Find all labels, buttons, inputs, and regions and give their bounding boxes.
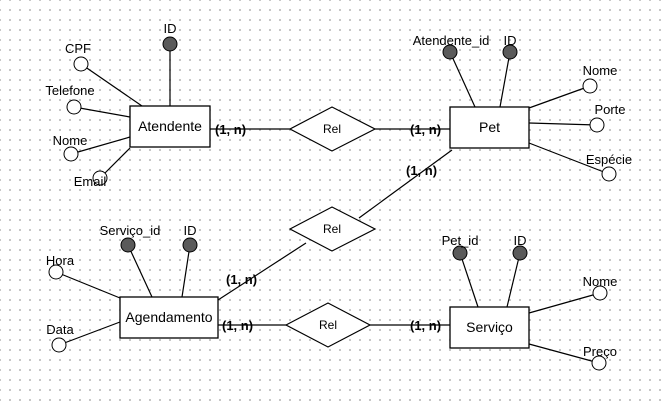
edge-pet-especie [528, 142, 610, 175]
edge-pet-atendente-id [449, 51, 476, 108]
relationship-agendamento-servico-label: Rel [319, 318, 337, 332]
attribute-agendamento-data-dot [51, 337, 67, 353]
attribute-atendente-nome-dot [63, 146, 79, 162]
entity-agendamento[interactable]: Agendamento [119, 296, 219, 339]
entity-atendente-label: Atendente [138, 118, 202, 134]
attribute-atendente-id-dot [162, 36, 178, 52]
attribute-atendente-email-dot [92, 170, 108, 186]
edge-atendente-telefone [73, 106, 131, 118]
cardinality-servico: (1, n) [410, 318, 441, 333]
entity-agendamento-label: Agendamento [125, 309, 212, 325]
relationship-agendamento-pet-label: Rel [323, 222, 341, 236]
attribute-atendente-nome-label: Nome [53, 133, 88, 148]
attribute-agendamento-hora-dot [48, 264, 64, 280]
attribute-atendente-id-label: ID [164, 21, 177, 36]
attribute-servico-preco-dot [591, 355, 607, 371]
edge-agendamento-data [58, 321, 121, 346]
attribute-atendente-telefone-label: Telefone [45, 83, 94, 98]
attribute-pet-atendente-id-dot [442, 44, 458, 60]
edge-agendamento-id [181, 244, 191, 298]
edge-rel2-pet [358, 149, 453, 219]
edge-agendamento-hora [55, 271, 121, 299]
cardinality-atendente: (1, n) [215, 122, 246, 137]
attribute-servico-pet-id-dot [452, 245, 468, 261]
cardinality-agendamento-rel3: (1, n) [222, 318, 253, 333]
attribute-agendamento-id-label: ID [184, 223, 197, 238]
edge-servico-nome [528, 292, 601, 314]
attribute-servico-id-dot [512, 245, 528, 261]
entity-servico-label: Serviço [466, 319, 513, 335]
edge-servico-pet-id [459, 252, 479, 308]
attribute-dots [48, 36, 617, 371]
attribute-pet-especie-label: Espécie [586, 152, 632, 167]
edge-agendamento-servico-id [127, 244, 153, 298]
relationship-atendente-pet[interactable]: Rel [288, 106, 377, 152]
attribute-agendamento-data-label: Data [46, 322, 74, 337]
attribute-servico-pet-id-label: Pet_id [442, 233, 479, 248]
relationship-edges [210, 128, 453, 326]
cardinality-labels: (1, n) (1, n) (1, n) (1, n) (1, n) (1, n… [215, 122, 441, 333]
attribute-pet-nome-label: Nome [583, 63, 618, 78]
attribute-pet-especie-dot [601, 166, 617, 182]
edge-servico-id [506, 252, 521, 308]
relationship-atendente-pet-label: Rel [323, 122, 341, 136]
attribute-agendamento-id-dot [182, 237, 198, 253]
attribute-agendamento-hora-label: Hora [46, 253, 75, 268]
attribute-agendamento-servico-id-label: Serviço_id [100, 223, 161, 238]
attribute-pet-atendente-id-label: Atendente_id [413, 33, 490, 48]
edge-pet-id [499, 51, 511, 108]
edge-servico-preco [528, 343, 600, 364]
attribute-servico-nome-label: Nome [583, 274, 618, 289]
edge-atendente-cpf [80, 63, 143, 107]
cardinality-agendamento-rel2: (1, n) [226, 272, 257, 287]
attribute-pet-nome-dot [582, 78, 598, 94]
edge-agendamento-rel2 [217, 242, 307, 301]
entity-atendente[interactable]: Atendente [129, 105, 211, 148]
attribute-pet-porte-dot [589, 117, 605, 133]
attribute-agendamento-servico-id-dot [120, 237, 136, 253]
entity-servico[interactable]: Serviço [449, 306, 530, 349]
edge-atendente-nome [70, 136, 131, 155]
attribute-servico-nome-dot [592, 285, 608, 301]
edge-pet-porte [528, 122, 598, 126]
attribute-servico-id-label: ID [514, 233, 527, 248]
cardinality-pet-rel2: (1, n) [406, 163, 437, 178]
entity-pet[interactable]: Pet [449, 106, 530, 149]
cardinality-pet-rel1: (1, n) [410, 122, 441, 137]
attribute-atendente-telefone-dot [66, 99, 82, 115]
relationship-agendamento-servico[interactable]: Rel [284, 302, 372, 348]
attribute-atendente-cpf-dot [73, 56, 89, 72]
attribute-atendente-email-label: Email [74, 174, 107, 189]
attribute-atendente-cpf-label: CPF [65, 41, 91, 56]
attribute-edges [55, 44, 610, 364]
relationship-agendamento-pet[interactable]: Rel [288, 206, 377, 252]
attribute-servico-preco-label: Preço [583, 344, 617, 359]
attribute-pet-id-dot [502, 44, 518, 60]
entity-pet-label: Pet [479, 119, 500, 135]
edge-pet-nome [528, 85, 591, 109]
attribute-pet-id-label: ID [504, 33, 517, 48]
attribute-pet-porte-label: Porte [594, 102, 625, 117]
attribute-labels: ID CPF Telefone Nome Email Atendente_id … [45, 21, 632, 359]
